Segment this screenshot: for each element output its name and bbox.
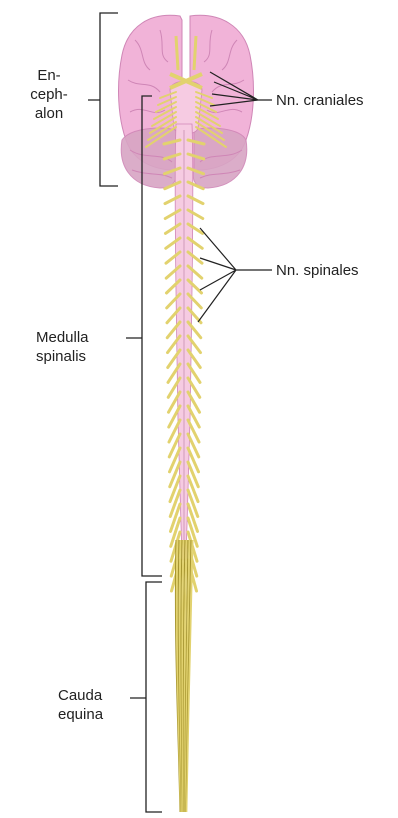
label-cauda-equina: Cauda equina [58,686,103,724]
label-encephalon-line3: alon [24,104,74,123]
encephalon-bracket [88,13,118,186]
spinal-pointer [198,228,272,322]
label-cauda-line2: equina [58,705,103,724]
label-medulla-line1: Medulla [36,328,89,347]
label-medulla-line2: spinalis [36,347,89,366]
label-encephalon: En- ceph- alon [24,66,74,123]
label-encephalon-line2: ceph- [24,85,74,104]
label-nn-spinales: Nn. spinales [276,261,359,280]
label-encephalon-line1: En- [24,66,74,85]
label-cauda-line1: Cauda [58,686,103,705]
cauda-bracket [130,582,162,812]
label-medulla-spinalis: Medulla spinalis [36,328,89,366]
label-nn-craniales: Nn. craniales [276,91,364,110]
